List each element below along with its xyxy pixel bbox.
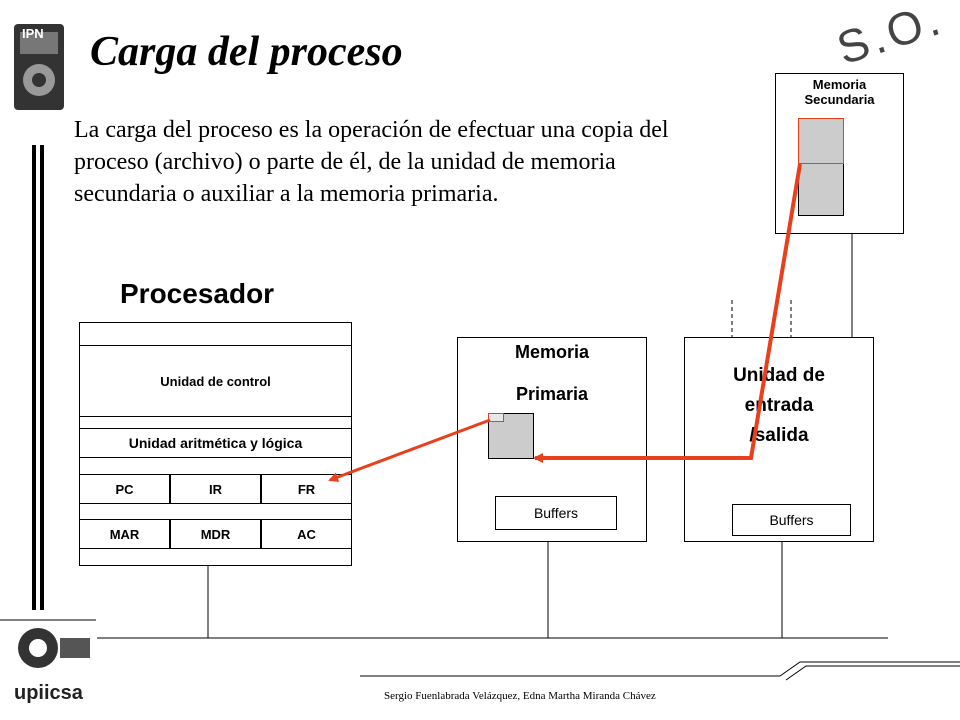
secondary-memory-label-1: Memoria xyxy=(812,77,867,92)
left-bar-1 xyxy=(32,145,36,610)
register-pc-label: PC xyxy=(115,481,134,497)
intro-paragraph: La carga del proceso es la operación de … xyxy=(74,117,669,207)
register-ac: AC xyxy=(261,519,352,549)
ipn-logo xyxy=(14,24,64,110)
io-unit-label-3: /salida xyxy=(749,425,809,446)
load-arrow-primary-to-processor xyxy=(328,418,491,482)
alu: Unidad aritmética y lógica xyxy=(79,428,352,458)
primary-memory-label-2: Primaria xyxy=(515,384,589,404)
io-unit-label-1: Unidad de xyxy=(733,365,825,386)
control-unit: Unidad de control xyxy=(79,345,352,417)
register-mar-label: MAR xyxy=(109,526,140,542)
primary-memory-buffers-label: Buffers xyxy=(533,505,579,521)
control-unit-label: Unidad de control xyxy=(160,373,271,389)
primary-memory-buffers: Buffers xyxy=(495,496,617,530)
register-mar: MAR xyxy=(79,519,170,549)
footer-credits: Sergio Fuenlabrada Velázquez, Edna Marth… xyxy=(384,690,656,702)
upiicsa-logo-text: upiicsa xyxy=(14,682,83,704)
loaded-process-marker xyxy=(488,413,504,422)
primary-memory-label-1: Memoria xyxy=(514,342,590,362)
page-title: Carga del proceso xyxy=(90,29,403,75)
footer-rule-3 xyxy=(785,665,960,681)
load-arrow-secondary-to-primary xyxy=(533,163,802,463)
io-unit-label: Unidad de entrada /salida xyxy=(684,361,874,451)
register-ac-label: AC xyxy=(297,526,316,542)
io-unit-buffers-label: Buffers xyxy=(769,512,814,528)
register-ir: IR xyxy=(170,474,261,504)
footer-rule-2 xyxy=(779,661,960,677)
ipn-logo-text: IPN xyxy=(22,26,44,41)
secondary-memory-label-2: Secundaria xyxy=(804,92,875,107)
left-bar-2 xyxy=(40,145,44,610)
register-pc: PC xyxy=(79,474,170,504)
register-ir-label: IR xyxy=(209,481,222,497)
upiicsa-logo xyxy=(18,628,90,668)
disk-process-segment xyxy=(798,118,844,164)
io-unit-buffers: Buffers xyxy=(732,504,851,536)
register-mdr: MDR xyxy=(170,519,261,549)
alu-label: Unidad aritmética y lógica xyxy=(128,435,303,451)
processor-title: Procesador xyxy=(120,278,275,309)
register-fr-label: FR xyxy=(297,481,316,497)
secondary-memory-label: Memoria Secundaria xyxy=(775,77,904,107)
register-mdr-label: MDR xyxy=(200,526,231,542)
